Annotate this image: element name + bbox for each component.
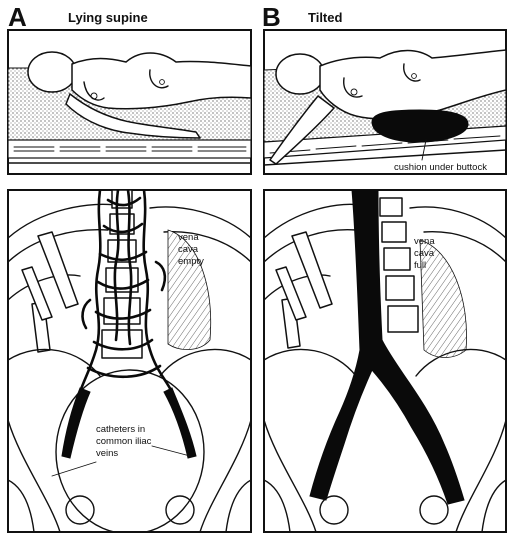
svg-text:full: full [414,260,426,271]
svg-text:common iliac: common iliac [96,436,152,447]
supine-body-illustration [8,30,251,174]
svg-text:cava: cava [178,244,199,255]
venogram-tilted: vena cava full [264,190,506,532]
panel-b-title: Tilted [308,10,342,25]
svg-text:empty: empty [178,256,204,267]
tilted-body-illustration: cushion under buttock [264,30,506,174]
panel-a-title: Lying supine [68,10,148,25]
svg-text:catheters in: catheters in [96,424,145,435]
cushion-label: cushion under buttock [394,162,487,173]
panel-b-letter: B [262,2,281,32]
svg-text:vena: vena [178,232,199,243]
svg-text:vena: vena [414,236,435,247]
panel-a-letter: A [8,2,27,32]
svg-text:cava: cava [414,248,435,259]
svg-text:veins: veins [96,448,118,459]
venogram-supine: vena cava empty catheters in common ilia… [8,190,251,534]
